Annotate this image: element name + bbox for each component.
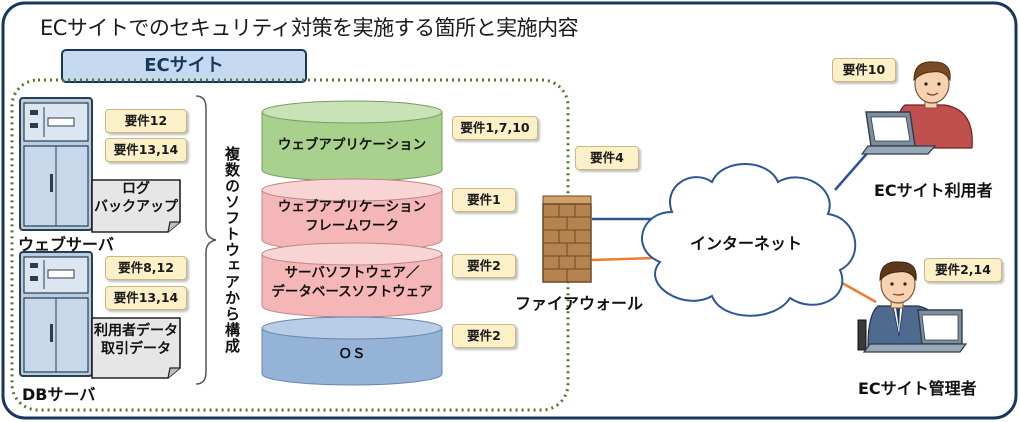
user-label: ECサイト利用者	[874, 181, 993, 200]
db-server-document-icon	[91, 317, 181, 379]
layer-cylinder-os	[261, 316, 443, 386]
db-server-badge-1: 要件8,12	[105, 256, 187, 280]
diagram-title: ECサイトでのセキュリティ対策を実施する箇所と実施内容	[40, 16, 579, 40]
web-server-icon	[19, 97, 93, 231]
db-server-document-text: 利用者データ 取引データ	[94, 322, 178, 358]
layer-badge-web-application: 要件1,7,10	[452, 116, 538, 140]
internet-label: インターネット	[690, 234, 803, 253]
layer-line: ＯＳ	[338, 346, 366, 362]
layer-line: ウェブアプリケーション	[277, 199, 427, 215]
admin-label: ECサイト管理者	[858, 379, 977, 398]
ec-site-header-label: ECサイト	[144, 55, 224, 76]
web-server-document-text: ログ バックアップ	[94, 180, 178, 216]
user-person-icon	[860, 61, 973, 155]
admin-person-icon	[857, 261, 968, 353]
layer-cylinder-framework	[261, 178, 443, 252]
layer-label-web-application: ウェブアプリケーション	[262, 136, 442, 155]
doc-line: 取引データ	[101, 341, 171, 357]
layer-badge-os: 要件2	[452, 324, 516, 348]
web-server-badge-1: 要件12	[105, 109, 187, 133]
db-server-icon	[19, 251, 93, 377]
web-server-badge-2: 要件13,14	[105, 138, 187, 162]
doc-line: バックアップ	[94, 199, 178, 215]
ec-site-header-box	[61, 49, 307, 83]
admin-badge: 要件2,14	[924, 258, 1002, 282]
layer-line: サーバソフトウェア／	[284, 265, 420, 281]
cloud-icon	[641, 163, 857, 317]
firewall-icon	[542, 195, 592, 283]
layer-line: データベースソフトウェア	[271, 284, 433, 300]
software-note: 複数のソフトウェアから構成	[223, 146, 241, 354]
layer-label-os: ＯＳ	[262, 345, 442, 364]
layer-line: フレームワーク	[304, 218, 400, 234]
line-internet-user	[834, 149, 871, 191]
layer-label-framework: ウェブアプリケーション フレームワーク	[262, 198, 442, 236]
ec-site-boundary	[10, 78, 570, 412]
firewall-label: ファイアウォール	[515, 294, 644, 313]
line-firewall-internet-orange	[591, 256, 656, 262]
db-server-badge-2: 要件13,14	[105, 286, 187, 310]
user-badge: 要件10	[832, 58, 896, 82]
web-server-label: ウェブサーバ	[18, 235, 114, 254]
layer-cylinder-server-software	[261, 242, 443, 318]
layer-line: ウェブアプリケーション	[277, 137, 427, 153]
firewall-badge: 要件4	[575, 146, 639, 170]
db-server-label: DBサーバ	[22, 385, 96, 404]
web-server-document-icon	[91, 179, 181, 233]
doc-line: 利用者データ	[94, 323, 178, 339]
layer-badge-framework: 要件1	[452, 188, 516, 212]
layer-label-server-software: サーバソフトウェア／ データベースソフトウェア	[262, 264, 442, 302]
doc-line: ログ	[122, 181, 150, 197]
layer-badge-server-software: 要件2	[452, 254, 516, 278]
software-brace	[195, 95, 217, 385]
